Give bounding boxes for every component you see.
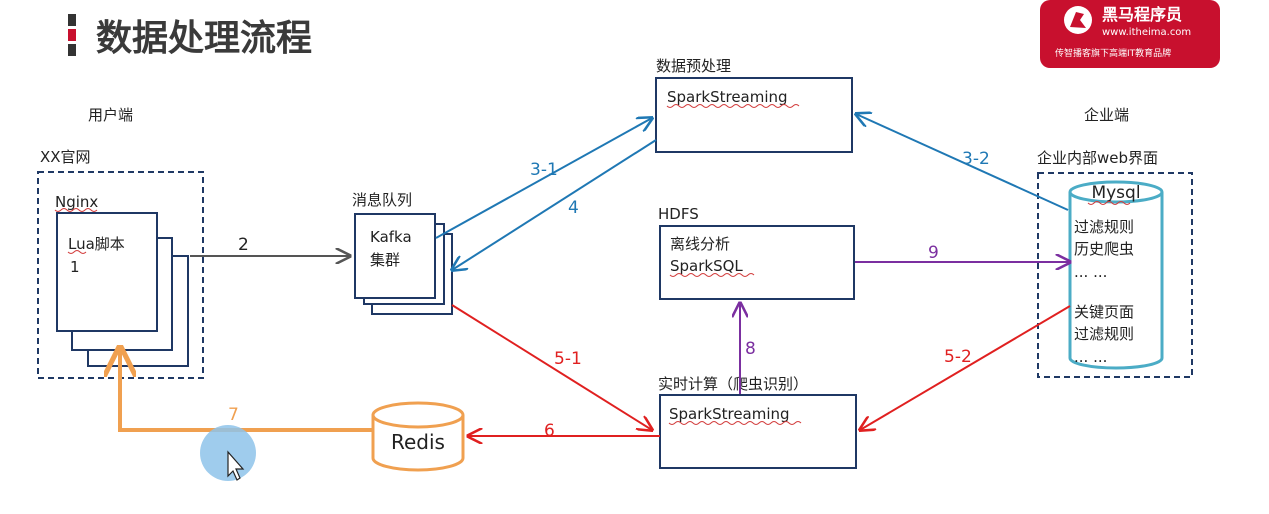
edge-5-1-label: 5-1 [554,349,582,369]
enterprise-side-label: 企业端 [1084,106,1129,124]
edge-8-label: 8 [745,339,756,359]
brand-logo: 黑马程序员 www.itheima.com 传智播客旗下高端IT教育品牌 [1040,0,1220,68]
preprocess-node [655,77,853,153]
lua-number: 1 [70,258,80,276]
mysql-label: Mysql [1091,183,1140,203]
db-line: 过滤规则 [1074,218,1134,236]
edge-3-1-label: 3-1 [530,160,558,180]
mq-title: 消息队列 [352,191,412,209]
db-line: 历史爬虫 [1074,240,1134,258]
user-side-label: 用户端 [88,106,133,124]
mysql-node [1068,180,1164,370]
edge-6-label: 6 [544,421,555,441]
kafka-node [354,213,453,315]
edge-4-label: 4 [568,198,579,218]
brand-name: 黑马程序员 [1102,5,1182,24]
redis-node [371,401,465,472]
hdfs-title: HDFS [658,205,699,223]
edge-3-1 [435,118,652,239]
edge-5-2 [860,305,1071,430]
page-title: 数据处理流程 [96,18,312,59]
kafka-cluster-label: 集群 [370,251,400,269]
brand-slogan: 传智播客旗下高端IT教育品牌 [1055,47,1171,59]
preprocess-title: 数据预处理 [656,57,731,75]
edge-9-label: 9 [928,243,939,263]
kafka-label: Kafka [370,228,412,246]
brand-url: www.itheima.com [1102,27,1191,38]
redis-label: Redis [391,430,445,454]
edge-3-2-label: 3-2 [962,149,990,169]
db-line: ... ... [1074,263,1107,281]
edge-2-label: 2 [238,235,249,255]
edge-3-2 [856,114,1069,211]
offline-engine: SparkSQL [670,257,743,275]
edge-5-1 [451,304,652,430]
lua-label: Lua脚本 [68,235,125,253]
xx-site-label: XX官网 [40,148,91,166]
offline-label: 离线分析 [670,235,730,253]
mouse-pointer-icon [227,450,245,481]
edge-4 [452,139,657,270]
db-line: 关键页面 [1074,303,1134,321]
db-line: 过滤规则 [1074,325,1134,343]
realtime-node [659,394,857,469]
offline-node [659,225,855,300]
db-line: ... ... [1074,348,1107,366]
edge-7-label: 7 [228,405,239,425]
realtime-engine: SparkStreaming [669,405,790,423]
web-title: 企业内部web界面 [1037,149,1158,167]
title-marker-icon [68,14,76,56]
edge-7 [120,348,372,432]
enterprise-boundary [1037,172,1193,378]
preprocess-engine: SparkStreaming [667,88,788,106]
lua-node [56,212,189,367]
edge-5-2-label: 5-2 [944,347,972,367]
nginx-label: Nginx [55,193,98,211]
realtime-title: 实时计算（爬虫识别） [658,375,808,393]
